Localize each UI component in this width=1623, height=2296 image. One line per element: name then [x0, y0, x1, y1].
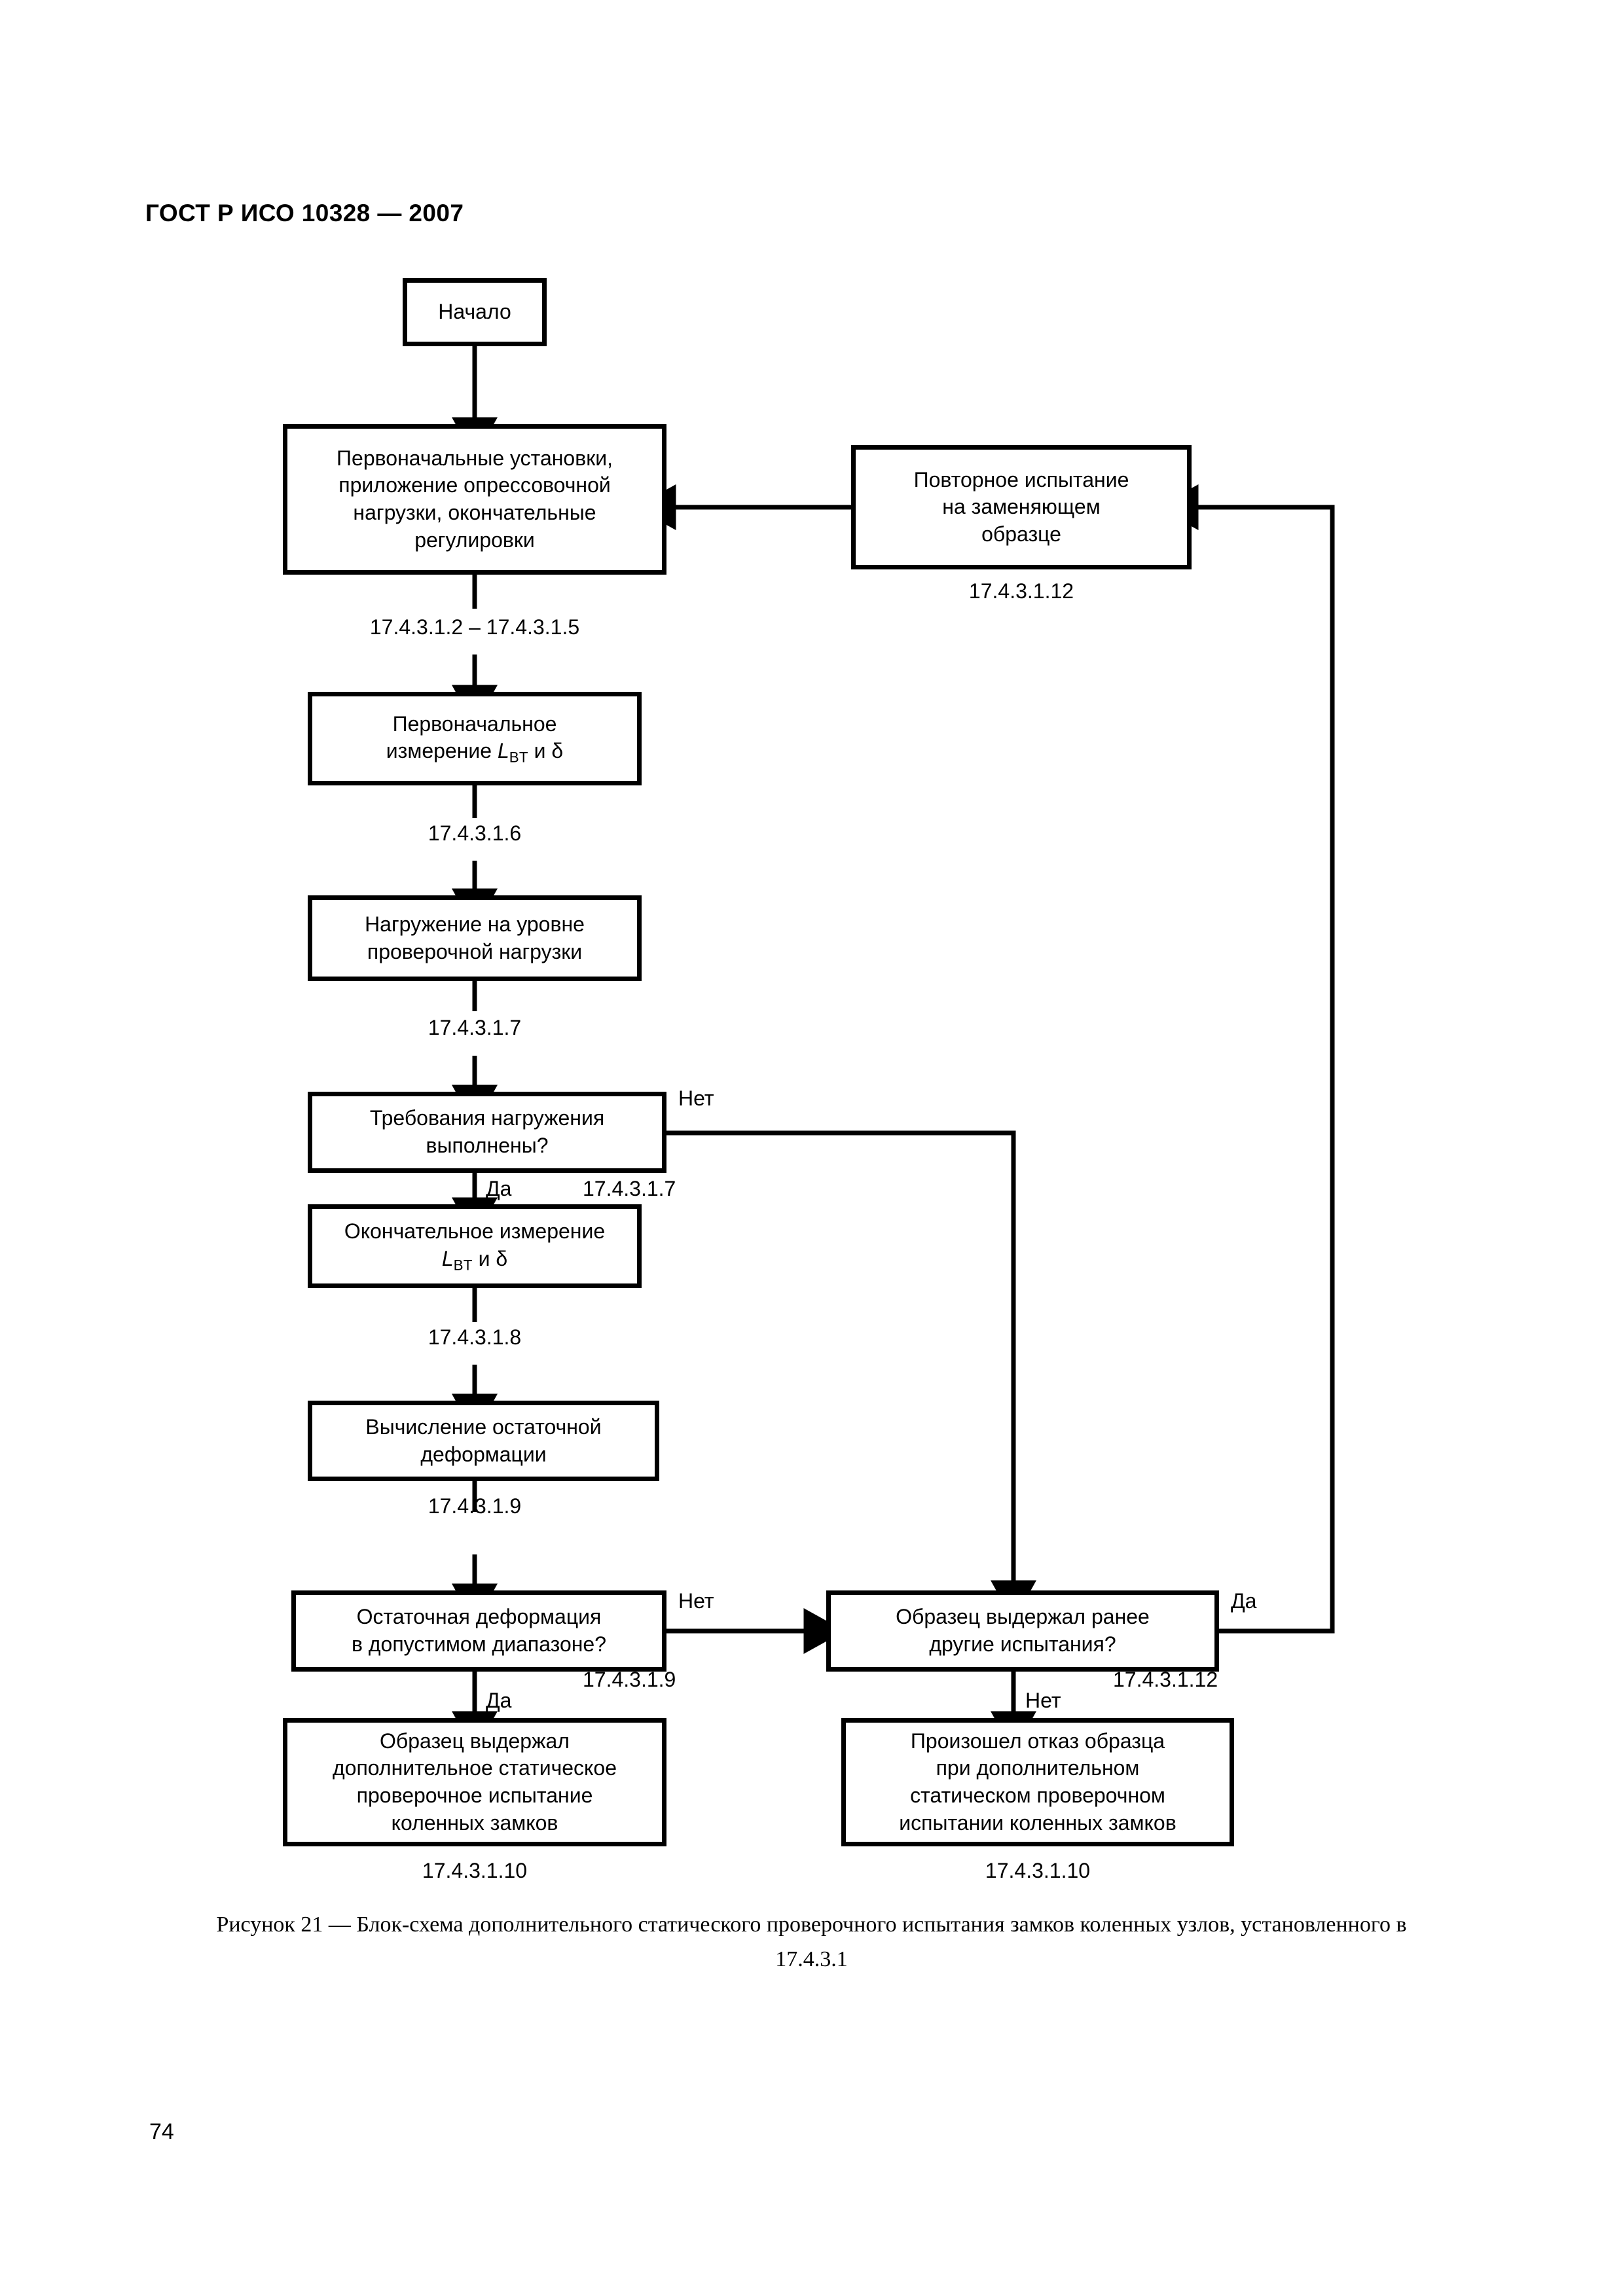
subscript-BT: BT: [453, 1256, 473, 1273]
figure-caption-line-1: Рисунок 21 — Блок-схема дополнительного …: [216, 1912, 1235, 1937]
node-retest-substitute-label: Повторное испытание на заменяющем образц…: [862, 467, 1180, 548]
line-1: Окончательное измерение: [344, 1219, 606, 1243]
clause-decision-no-branch: 17.4.3.1.7: [583, 1177, 676, 1200]
node-calc-residual-label: Вычисление остаточной деформации: [319, 1414, 648, 1468]
line-2: на заменяющем: [942, 495, 1101, 519]
clause-specimen-passed: 17.4.3.1.10: [422, 1859, 528, 1882]
figure-caption: Рисунок 21 — Блок-схема дополнительного …: [0, 1908, 1623, 1977]
edge-label-residual-no: Нет: [678, 1589, 714, 1613]
node-initial-setup-label: Первоначальные установки, приложение опр…: [294, 445, 655, 554]
line-4: регулировки: [414, 528, 535, 552]
clause-setup-to-initial-measure: 17.4.3.1.2 – 17.4.3.1.5: [369, 615, 580, 639]
line-4: испытании коленных замков: [899, 1810, 1176, 1835]
node-residual-in-range-label: Остаточная деформация в допустимом диапа…: [302, 1604, 655, 1658]
node-apply-proof-load[interactable]: Нагружение на уровне проверочной нагрузк…: [308, 895, 642, 981]
clause-specimen-failed: 17.4.3.1.10: [985, 1859, 1091, 1882]
node-passed-other-tests[interactable]: Образец выдержал ранее другие испытания?: [826, 1590, 1219, 1672]
edge-label-passed-no: Нет: [1025, 1689, 1061, 1712]
node-initial-measure[interactable]: Первоначальное измерение LBT и δ: [308, 692, 642, 785]
node-calc-residual[interactable]: Вычисление остаточной деформации: [308, 1401, 659, 1481]
edge-label-loading-yes: Да: [486, 1177, 512, 1200]
line-2: деформации: [420, 1442, 547, 1466]
edge-label-passed-yes: Да: [1231, 1589, 1257, 1613]
line-2-prefix: измерение: [386, 739, 498, 763]
document-header: ГОСТ Р ИСО 10328 — 2007: [145, 200, 464, 226]
clause-residual-no-branch: 17.4.3.1.9: [583, 1668, 676, 1691]
line-2: другие испытания?: [929, 1632, 1116, 1656]
clause-load-to-decision: 17.4.3.1.7: [428, 1016, 522, 1039]
node-loading-requirements[interactable]: Требования нагружения выполнены?: [308, 1092, 666, 1173]
node-final-measure[interactable]: Окончательное измерение LBT и δ: [308, 1204, 642, 1288]
line-1: Образец выдержал ранее: [896, 1605, 1150, 1629]
edge-label-residual-yes: Да: [486, 1689, 512, 1712]
line-3: проверочное испытание: [356, 1784, 593, 1807]
line-2: дополнительное статическое: [333, 1756, 617, 1780]
node-start[interactable]: Начало: [403, 278, 547, 346]
page-number: 74: [149, 2119, 174, 2144]
node-passed-other-tests-label: Образец выдержал ранее другие испытания?: [837, 1604, 1208, 1658]
node-specimen-failed[interactable]: Произошел отказ образца при дополнительн…: [841, 1718, 1234, 1846]
node-start-label: Начало: [438, 300, 511, 324]
node-specimen-passed[interactable]: Образец выдержал дополнительное статичес…: [283, 1718, 666, 1846]
line-1: Нагружение на уровне: [365, 912, 585, 936]
node-apply-proof-load-label: Нагружение на уровне проверочной нагрузк…: [319, 911, 630, 965]
line-3: образце: [981, 522, 1061, 546]
clause-passed-tests-branch: 17.4.3.1.12: [1113, 1668, 1218, 1691]
clause-retest-substitute: 17.4.3.1.12: [968, 579, 1074, 603]
line-2-suffix: и δ: [528, 739, 564, 763]
line-4: коленных замков: [391, 1810, 558, 1835]
clause-calc-to-decision: 17.4.3.1.9: [428, 1494, 522, 1518]
symbol-L: L: [441, 1246, 454, 1270]
edge-label-loading-no: Нет: [678, 1086, 714, 1110]
line-1: Образец выдержал: [380, 1729, 570, 1753]
symbol-L: L: [497, 739, 509, 763]
node-loading-requirements-label: Требования нагружения выполнены?: [319, 1105, 655, 1159]
line-3: статическом проверочном: [910, 1784, 1165, 1807]
line-2: при дополнительном: [936, 1756, 1140, 1780]
clause-initial-measure-to-load: 17.4.3.1.6: [428, 821, 522, 845]
clause-final-measure-to-calc: 17.4.3.1.8: [428, 1325, 522, 1349]
line-1: Остаточная деформация: [356, 1605, 602, 1629]
node-retest-substitute[interactable]: Повторное испытание на заменяющем образц…: [851, 445, 1192, 569]
figure-caption-line-2: установленного в 17.4.3.1: [775, 1912, 1407, 1971]
line-2: проверочной нагрузки: [367, 939, 583, 963]
line-1: Первоначальные установки,: [337, 446, 613, 470]
line-2: в допустимом диапазоне?: [351, 1632, 607, 1656]
node-specimen-failed-label: Произошел отказ образца при дополнительн…: [852, 1728, 1223, 1837]
node-initial-setup[interactable]: Первоначальные установки, приложение опр…: [283, 424, 666, 575]
line-1: Требования нагружения: [369, 1106, 605, 1130]
line-3: нагрузки, окончательные: [353, 501, 596, 524]
node-final-measure-label: Окончательное измерение LBT и δ: [319, 1218, 630, 1274]
subscript-BT: BT: [509, 749, 528, 766]
node-residual-in-range[interactable]: Остаточная деформация в допустимом диапа…: [291, 1590, 666, 1672]
line-2: приложение опрессовочной: [338, 473, 611, 497]
line-2: выполнены?: [426, 1134, 549, 1157]
node-initial-measure-label: Первоначальное измерение LBT и δ: [319, 711, 630, 767]
line-1: Первоначальное: [392, 711, 557, 736]
line-2-suffix: и δ: [472, 1246, 508, 1270]
line-1: Вычисление остаточной: [365, 1414, 602, 1439]
node-specimen-passed-label: Образец выдержал дополнительное статичес…: [294, 1728, 655, 1837]
line-1: Произошел отказ образца: [910, 1729, 1165, 1753]
line-1: Повторное испытание: [913, 467, 1129, 492]
